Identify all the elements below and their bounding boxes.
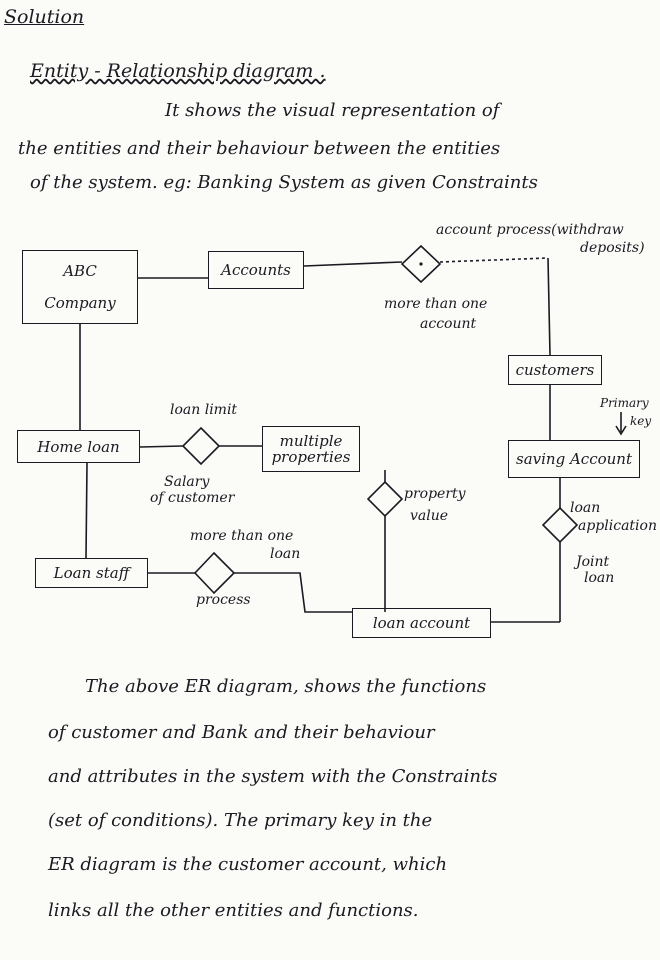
entity-home-loan-label: Home loan <box>37 437 120 456</box>
entity-home-loan: Home loan <box>17 430 140 463</box>
entity-abc-label: ABC <box>63 262 97 280</box>
label-loan-limit: loan limit <box>170 402 238 418</box>
label-value: value <box>410 508 449 524</box>
label-application: application <box>578 518 657 534</box>
label-account-process: account process(withdraw <box>436 222 624 238</box>
label-more-than-one-loan-1: more than one <box>190 528 294 544</box>
label-property: property <box>404 486 466 502</box>
label-more-than-one-account-1: more than one <box>384 296 488 312</box>
entity-multiple-properties: multiple properties <box>262 426 360 472</box>
entity-multiple-label: multiple <box>279 432 343 450</box>
entity-loan-account-label: loan account <box>372 614 471 632</box>
entity-loan-staff-label: Loan staff <box>53 564 130 582</box>
intro-line-2: the entities and their behaviour between… <box>18 138 501 159</box>
entity-accounts: Accounts <box>208 251 304 289</box>
entity-customers: customers <box>508 355 602 385</box>
entity-properties-label: properties <box>271 448 351 466</box>
label-key: key <box>630 414 652 428</box>
label-primary: Primary <box>600 396 649 410</box>
entity-loan-staff: Loan staff <box>35 558 148 588</box>
label-more-than-one-loan-2: loan <box>270 546 301 562</box>
solution-heading: Solution <box>4 6 85 28</box>
label-joint-loan: loan <box>584 570 615 586</box>
conclusion-line-6: links all the other entities and functio… <box>48 900 419 921</box>
intro-line-1: It shows the visual representation of <box>165 100 500 121</box>
entity-saving-account: saving Account <box>508 440 640 478</box>
label-of-customer: of customer <box>150 490 235 506</box>
conclusion-line-2: of customer and Bank and their behaviour <box>48 722 435 743</box>
conclusion-line-4: (set of conditions). The primary key in … <box>48 810 433 831</box>
diagram-title: Entity - Relationship diagram . <box>30 60 326 82</box>
label-more-than-one-account-2: account <box>420 316 477 332</box>
conclusion-line-3: and attributes in the system with the Co… <box>48 766 498 787</box>
entity-abc-company: ABC Company <box>22 250 138 324</box>
conclusion-line-1: The above ER diagram, shows the function… <box>85 676 487 697</box>
entity-company-label: Company <box>44 294 116 312</box>
entity-loan-account: loan account <box>352 608 491 638</box>
entity-saving-account-label: saving Account <box>516 450 632 468</box>
label-joint: Joint <box>576 554 610 570</box>
entity-customers-label: customers <box>515 361 595 379</box>
conclusion-line-5: ER diagram is the customer account, whic… <box>48 854 448 875</box>
label-process: process <box>196 592 251 608</box>
label-loan: loan <box>570 500 601 516</box>
label-salary: Salary <box>164 474 210 490</box>
intro-line-3: of the system. eg: Banking System as giv… <box>30 172 538 193</box>
label-deposits: deposits) <box>580 240 645 256</box>
entity-accounts-label: Accounts <box>221 261 291 279</box>
